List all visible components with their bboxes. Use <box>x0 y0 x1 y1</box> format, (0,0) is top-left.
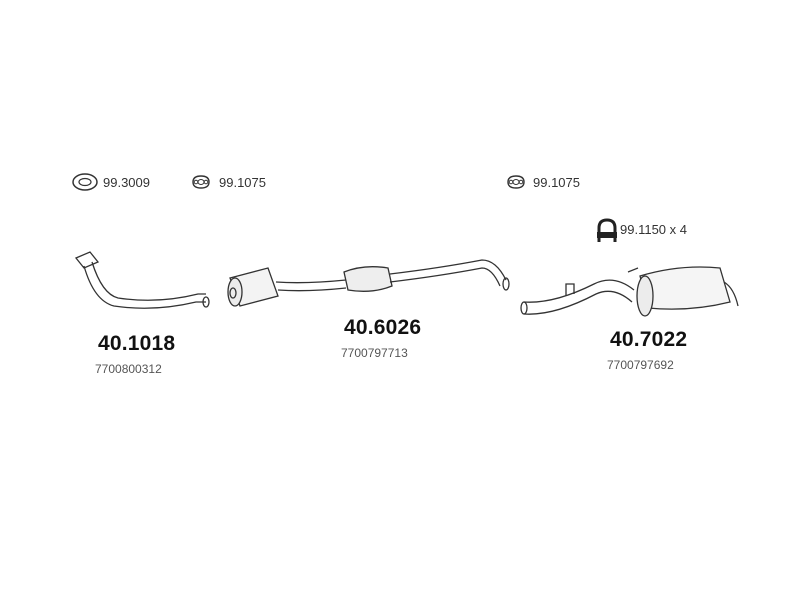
accessory-code-ring-gasket: 99.3009 <box>103 175 150 190</box>
front-pipe-drawing <box>74 251 210 309</box>
flange-gasket-icon <box>192 175 210 189</box>
oem-number-middle-section: 7700797713 <box>341 346 408 360</box>
flange-gasket-icon <box>507 175 525 189</box>
part-number-middle-section: 40.6026 <box>344 316 422 339</box>
part-number-rear-silencer: 40.7022 <box>610 328 688 351</box>
oem-number-rear-silencer: 7700797692 <box>607 358 674 372</box>
ring-gasket-icon <box>72 173 98 191</box>
accessory-code-flange-gasket: 99.1075 <box>533 175 580 190</box>
part-number-front-pipe: 40.1018 <box>98 332 176 355</box>
accessory-code-flange-gasket: 99.1075 <box>219 175 266 190</box>
middle-section-drawing <box>227 259 510 307</box>
rear-silencer-drawing <box>520 266 739 317</box>
u-clamp-icon <box>597 218 617 242</box>
oem-number-front-pipe: 7700800312 <box>95 362 162 376</box>
accessory-code-u-clamp: 99.1150 x 4 <box>620 222 687 237</box>
